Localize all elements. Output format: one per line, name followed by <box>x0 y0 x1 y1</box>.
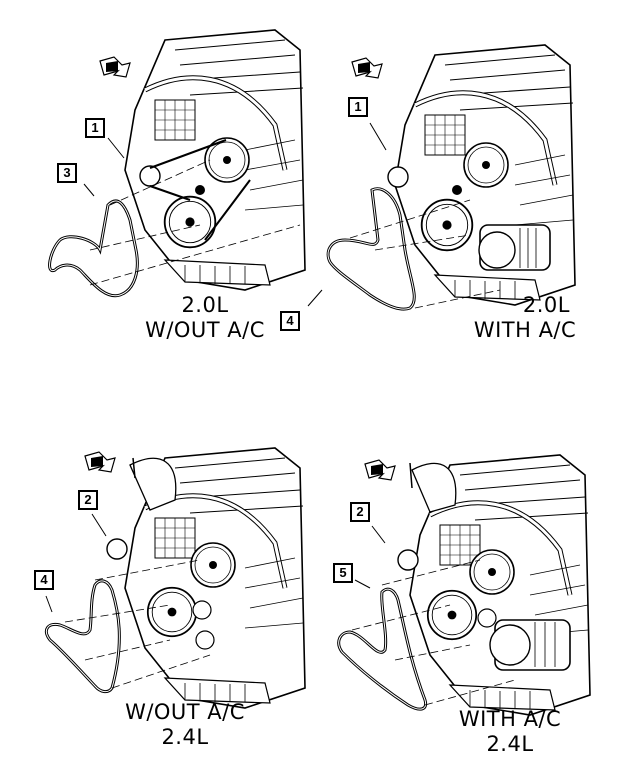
engine-drawing-2-4l-with-ac <box>397 455 590 715</box>
callout-2: 2 <box>78 490 98 510</box>
belt-2-0l-with-ac <box>326 187 416 311</box>
callout-4: 4 <box>34 570 54 590</box>
forward-arrow-icon <box>99 56 131 78</box>
caption-2-4l-with-ac: WITH A/C 2.4L <box>440 707 580 757</box>
forward-arrow-icon <box>364 459 396 481</box>
belt-2-4l-without-ac <box>44 579 121 694</box>
forward-arrow-icon <box>84 451 116 473</box>
belt-2-4l-with-ac <box>337 587 428 711</box>
leader-dashes-2-4l-without-ac <box>64 559 211 689</box>
engine-drawing-2-0l-with-ac <box>387 45 575 305</box>
leader-line <box>371 525 386 544</box>
callout-1: 1 <box>85 118 105 138</box>
belt-2-0l-without-ac <box>48 199 139 298</box>
leader-line <box>107 137 125 159</box>
leader-dashes-2-0l-without-ac <box>89 159 301 286</box>
callout-2: 2 <box>350 502 370 522</box>
leader-line <box>83 183 95 197</box>
caption-line: 2.0L <box>522 293 570 317</box>
caption-line: 2.0L <box>181 293 229 317</box>
leader-line <box>91 513 107 537</box>
ac-compressor <box>478 224 551 271</box>
forward-arrow-icon <box>351 57 383 79</box>
leader-line <box>354 579 371 589</box>
ac-compressor <box>489 619 571 671</box>
callout-4: 4 <box>280 311 300 331</box>
caption-2-4l-without-ac: W/OUT A/C 2.4L <box>105 700 265 750</box>
callout-5: 5 <box>333 563 353 583</box>
caption-line: 2.4L <box>486 732 534 756</box>
caption-line: WITH A/C <box>473 318 577 342</box>
leader-line <box>307 289 323 307</box>
callout-3: 3 <box>57 163 77 183</box>
caption-2-0l-without-ac: 2.0L W/OUT A/C <box>135 293 275 343</box>
caption-line: WITH A/C <box>458 707 562 731</box>
caption-2-0l-with-ac: 2.0L WITH A/C <box>460 293 590 343</box>
leader-dashes-2-4l-with-ac <box>351 559 516 706</box>
leader-line <box>45 595 53 613</box>
caption-line: W/OUT A/C <box>125 700 245 724</box>
caption-line: 2.4L <box>161 725 209 749</box>
leader-dashes-2-0l-with-ac <box>349 199 501 309</box>
engine-drawing-2-4l-without-ac <box>106 448 305 708</box>
leader-line <box>369 122 387 151</box>
callout-1: 1 <box>348 97 368 117</box>
caption-line: W/OUT A/C <box>145 318 265 342</box>
engine-drawing-2-0l-without-ac <box>125 30 305 290</box>
